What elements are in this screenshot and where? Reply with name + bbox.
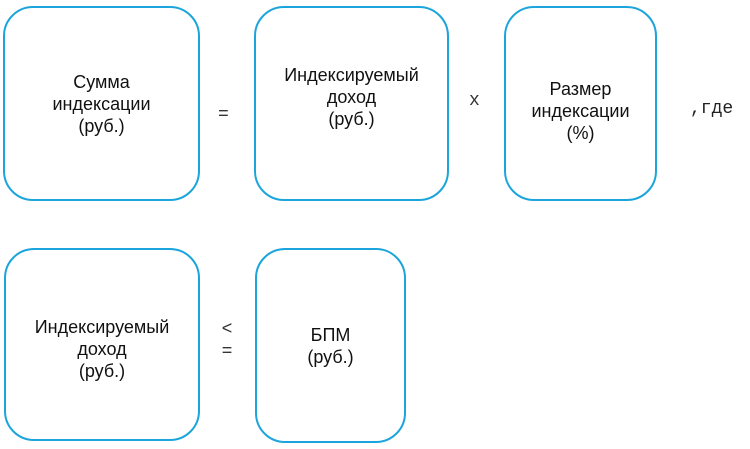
indexed-income-condition-box: Индексируемый доход (руб.)	[4, 248, 200, 441]
equals-sign: =	[221, 342, 233, 362]
multiply-operator: x	[469, 91, 480, 111]
where-suffix: ,где	[690, 99, 734, 119]
sum-of-indexation-box: Сумма индексации (руб.)	[3, 6, 200, 201]
indexation-rate-box: Размер индексации (%)	[504, 6, 657, 201]
equals-operator: =	[218, 105, 229, 125]
indexation-rate-label: Размер индексации (%)	[531, 79, 630, 143]
subsistence-minimum-label: БПМ (руб.)	[307, 324, 354, 367]
indexed-income-box: Индексируемый доход (руб.)	[254, 6, 449, 201]
indexed-income-label: Индексируемый доход (руб.)	[284, 64, 419, 129]
indexed-income-condition-label: Индексируемый доход (руб.)	[34, 316, 170, 381]
less-or-equal-operator: < =	[217, 319, 237, 363]
subsistence-minimum-box: БПМ (руб.)	[255, 248, 406, 443]
sum-of-indexation-label: Сумма индексации (руб.)	[52, 71, 151, 136]
less-than-sign: <	[221, 320, 233, 340]
